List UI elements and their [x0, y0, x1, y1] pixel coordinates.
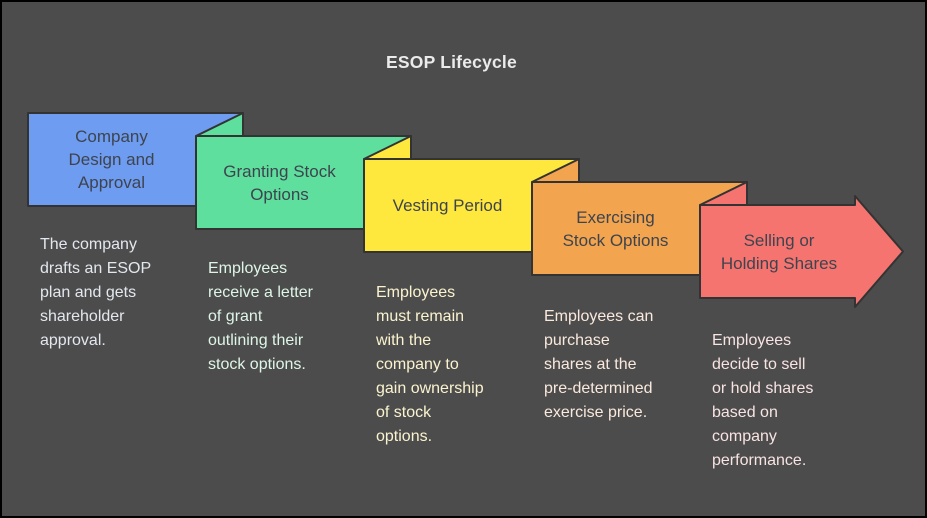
- stage-4-description: Employees can purchase shares at the pre…: [544, 308, 654, 421]
- stage-4-label: Exercising Stock Options: [562, 207, 669, 250]
- stage-3-label: Vesting Period: [392, 196, 503, 215]
- stage-1-description: The company drafts an ESOP plan and gets…: [40, 236, 152, 349]
- stage-2-label: Granting Stock Options: [223, 161, 336, 204]
- stage-5-arrow: [699, 195, 904, 308]
- diagram-title: ESOP Lifecycle: [386, 52, 517, 72]
- stage-5-label: Selling or Holding Shares: [720, 230, 838, 273]
- stage-2-description: Employees receive a letter of grant outl…: [208, 260, 313, 373]
- stage-3-description: Employees must remain with the company t…: [376, 284, 484, 445]
- stage-1-label: Company Design and Approval: [68, 127, 155, 192]
- stage-5-description: Employees decide to sell or hold shares …: [712, 332, 814, 469]
